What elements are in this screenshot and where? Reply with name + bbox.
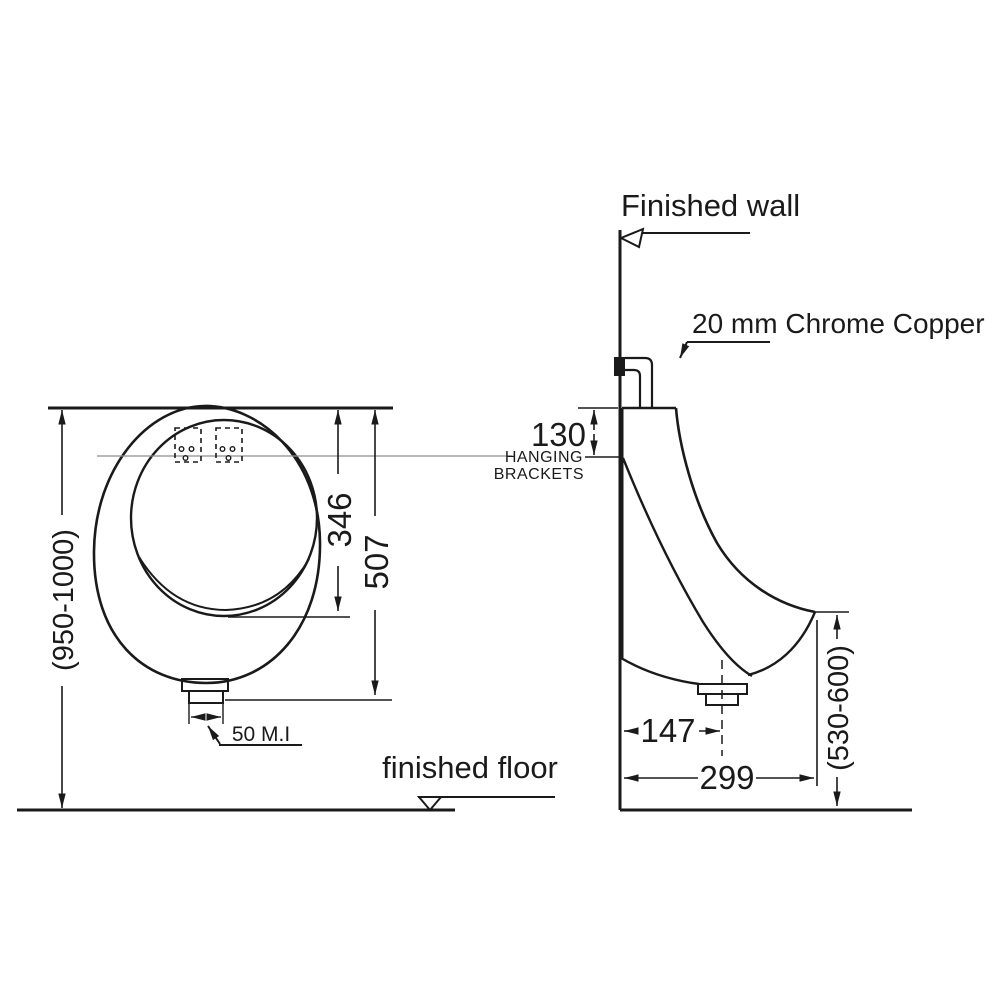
hanging-label-line2: BRACKETS xyxy=(494,466,584,483)
finished-wall-label: Finished wall xyxy=(621,188,800,223)
pipe-leader-line xyxy=(679,341,690,359)
side-view-dimensions xyxy=(578,407,849,806)
dim-299-text: 299 xyxy=(699,759,754,796)
diagram-text: Finished wall 20 mm Chrome Copper finish… xyxy=(48,188,985,796)
outlet-size-label: 50 M.I xyxy=(232,723,290,746)
urinal-body-outline xyxy=(92,404,322,685)
bracket-holes xyxy=(178,446,236,462)
inlet-pipe-outer xyxy=(625,356,654,407)
dim-130-text: 130 xyxy=(531,416,586,453)
dim-530-text: (530-600) xyxy=(823,645,855,771)
front-view xyxy=(17,404,555,812)
outlet-pipe-front xyxy=(188,690,224,704)
hanging-label-line1: HANGING xyxy=(505,449,583,466)
urinal-front-profile xyxy=(674,407,816,614)
rim-thickness-arc xyxy=(138,556,310,612)
dim-950-text: (950-1000) xyxy=(48,529,80,671)
floor-datum-triangle xyxy=(416,796,444,812)
side-view xyxy=(614,227,912,812)
wall-leader-arrow xyxy=(618,227,645,249)
urinal-inner-profile xyxy=(621,457,753,678)
dim-507-text: 507 xyxy=(358,534,395,589)
mounting-bracket-left xyxy=(174,427,202,463)
inlet-pipe-inner xyxy=(625,368,642,407)
mounting-bracket-right xyxy=(215,427,243,463)
urinal-bottom-back xyxy=(620,656,700,686)
rim-opening-outline xyxy=(129,418,319,618)
urinal-bottom-front xyxy=(747,611,817,677)
chrome-copper-label: 20 mm Chrome Copper xyxy=(692,308,985,339)
dim-346-text: 346 xyxy=(321,492,358,547)
front-view-dimensions xyxy=(58,410,392,808)
outlet-leader-line xyxy=(207,725,221,745)
dim-147-text: 147 xyxy=(640,712,695,749)
pipe-wall-fitting xyxy=(614,357,625,376)
finished-floor-label: finished floor xyxy=(382,750,558,785)
